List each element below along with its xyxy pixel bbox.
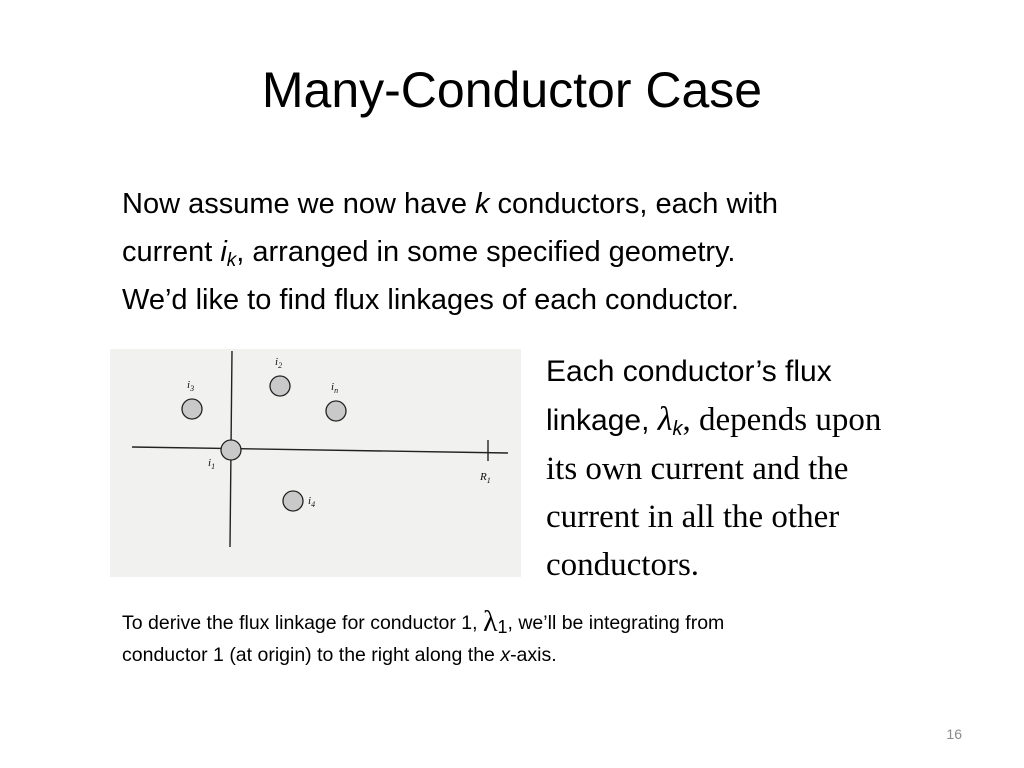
flux-line-2: linkage, λk, depends upon xyxy=(546,401,882,440)
intro-paragraph: Now assume we now have k conductors, eac… xyxy=(122,180,982,324)
intro-line-1: Now assume we now have k conductors, eac… xyxy=(122,188,779,220)
svg-text:in: in xyxy=(331,381,338,395)
intro-line-2: current ik, arranged in some specified g… xyxy=(122,236,736,271)
conductor-4: i4 xyxy=(282,490,315,512)
svg-text:i4: i4 xyxy=(308,495,315,509)
flux-line-3: its own current and the xyxy=(546,451,849,487)
derivation-line-1: To derive the flux linkage for conductor… xyxy=(122,605,725,638)
derivation-line-2: conductor 1 (at origin) to the right alo… xyxy=(122,644,557,666)
flux-linkage-paragraph: Each conductor’s flux linkage, λk, depen… xyxy=(546,348,986,589)
flux-line-1: Each conductor’s flux xyxy=(546,355,832,388)
x-axis xyxy=(131,446,509,454)
flux-line-5: conductors. xyxy=(546,547,700,583)
svg-text:i1: i1 xyxy=(208,457,215,471)
flux-line-4: current in all the other xyxy=(546,499,840,535)
svg-text:i2: i2 xyxy=(275,356,282,370)
intro-line-3: We’d like to find flux linkages of each … xyxy=(122,284,739,316)
conductor-diagram-svg: i1 i2 i3 i4 in R1 xyxy=(131,350,509,548)
conductor-diagram: i1 i2 i3 i4 in R1 xyxy=(110,349,521,577)
page-number: 16 xyxy=(946,726,962,742)
conductor-n: in xyxy=(325,381,347,422)
slide-title: Many-Conductor Case xyxy=(261,62,763,118)
r1-label: R1 xyxy=(479,471,491,485)
conductor-1: i1 xyxy=(208,439,242,471)
conductor-2: i2 xyxy=(269,356,291,397)
derivation-note: To derive the flux linkage for conductor… xyxy=(122,606,982,671)
svg-text:i3: i3 xyxy=(187,379,194,393)
conductor-3: i3 xyxy=(181,379,203,420)
